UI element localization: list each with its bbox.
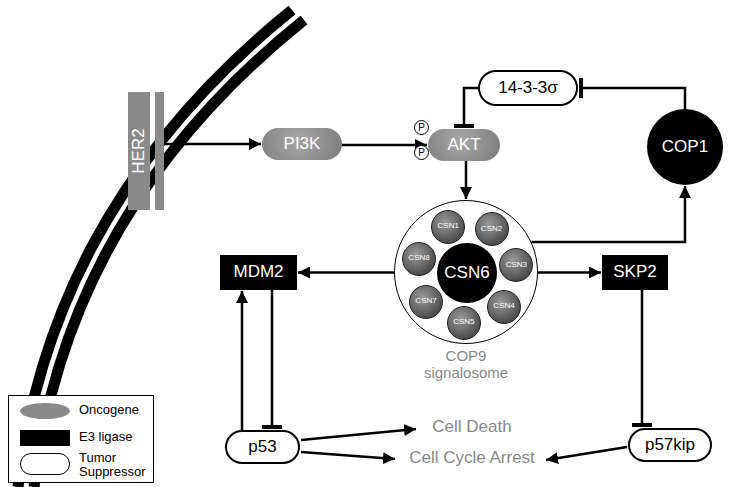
effect-arrow	[301, 452, 395, 459]
subunit-circle: CSN1	[431, 210, 465, 244]
receptor-shape	[155, 92, 164, 210]
activation-connector	[538, 271, 601, 274]
subunit-circle: CSN8	[402, 242, 436, 276]
legend-swatch	[20, 453, 70, 475]
node-label: CSN1	[438, 222, 459, 231]
legend-swatch	[20, 430, 70, 446]
ligase-circle: COP1	[647, 109, 723, 185]
oncogene-pill: PI3K	[262, 128, 342, 160]
node-label: HER2	[130, 128, 149, 173]
cell-membrane	[18, 10, 292, 487]
node-label: PI3K	[284, 135, 321, 154]
legend-label: Tumor Suppressor	[79, 451, 151, 480]
legend-label: E3 ligase	[79, 430, 151, 444]
node-label: CSN6	[444, 264, 489, 283]
phospho-mark: P	[414, 145, 429, 160]
inhibition-connector	[641, 290, 644, 425]
ligase-box: MDM2	[220, 255, 297, 290]
suppressor-pill: p57kip	[628, 428, 712, 462]
node-label: p57kip	[645, 436, 695, 455]
outcome-label: Cell Cycle Arrest	[407, 449, 537, 468]
effect-arrow	[301, 429, 416, 440]
receptor-shape	[128, 92, 150, 210]
activation-connector	[164, 143, 261, 146]
subunit-circle: CSN4	[487, 290, 521, 324]
phospho-mark: P	[414, 120, 429, 135]
subunit-circle: CSN7	[409, 285, 443, 319]
node-label: CSN5	[453, 318, 474, 327]
activation-connector	[531, 186, 685, 242]
activation-connector	[465, 161, 468, 199]
legend-label: Oncogene	[79, 403, 151, 417]
node-label: CSN7	[415, 297, 436, 306]
complex-circle: COP9 signalosomeCSN6CSN1CSN2CSN3CSN4CSN5…	[394, 200, 538, 344]
subunit-circle: CSN6	[437, 243, 497, 303]
node-label: COP9 signalosome	[411, 348, 521, 381]
legend-swatch	[20, 403, 70, 419]
node-label: CSN2	[481, 225, 502, 234]
activation-connector	[241, 291, 244, 430]
node-label: p53	[248, 438, 276, 457]
receptor-box: HER2	[128, 92, 164, 210]
activation-connector	[342, 144, 427, 147]
inhibition-connector	[581, 88, 685, 109]
legend-box: Oncogene E3 ligaseTumor Suppressor	[8, 395, 154, 483]
node-label: CSN4	[493, 302, 514, 311]
effect-arrow	[546, 447, 627, 460]
node-label: CSN3	[506, 261, 527, 270]
node-label: CSN8	[408, 254, 429, 263]
subunit-circle: CSN3	[499, 248, 533, 282]
activation-connector	[298, 271, 394, 274]
outcome-label: Cell Death	[430, 418, 513, 437]
node-label: AKT	[447, 136, 480, 155]
node-label: MDM2	[233, 263, 283, 282]
node-label: SKP2	[613, 263, 656, 282]
suppressor-pill: p53	[225, 430, 300, 464]
oncogene-pill: AKT	[428, 129, 500, 161]
node-label: 14-3-3σ	[498, 79, 558, 98]
node-label: COP1	[662, 138, 708, 157]
subunit-circle: CSN2	[475, 212, 509, 246]
inhibition-connector	[271, 290, 274, 427]
suppressor-pill: 14-3-3σ	[478, 70, 578, 106]
inhibition-connector	[464, 88, 478, 126]
subunit-circle: CSN5	[447, 306, 481, 340]
ligase-box: SKP2	[602, 255, 668, 290]
